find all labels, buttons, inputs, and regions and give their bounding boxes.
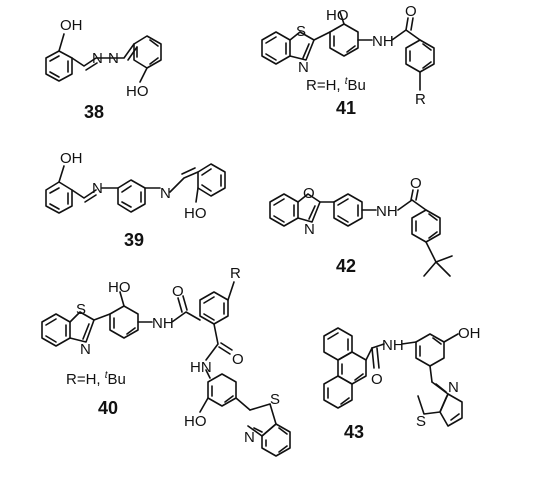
compound-42: O N NH O 42	[269, 175, 453, 277]
compound-39-oh-bond	[58, 165, 65, 183]
compound-43-anthracene-ring-bottom	[323, 375, 353, 409]
compound-40-r-bond	[227, 281, 235, 301]
compound-43-nh-label: NH	[382, 337, 404, 354]
compound-43-phenol-ring	[415, 333, 445, 367]
compound-38-number: 38	[84, 102, 104, 122]
compound-40-benzo-ring-2	[261, 423, 291, 457]
compound-41-ho-label: HO	[326, 7, 349, 24]
compound-40-nh1-label: NH	[152, 315, 174, 332]
compound-40-r-label: R	[230, 265, 241, 282]
compound-40-n1-label: N	[80, 341, 91, 358]
compound-41-oh-bond	[339, 11, 345, 25]
compound-39-imine-right	[169, 171, 199, 193]
compound-40-amide-1	[171, 311, 201, 323]
compound-39-n2-label: N	[160, 185, 171, 202]
compound-38-right-phenyl-ring	[133, 35, 162, 69]
compound-41-number: 41	[336, 98, 356, 118]
compound-41: S N HO NH O R R=H, tBu 41	[261, 3, 435, 118]
compound-41-substituent-note: R=H, tBu	[306, 76, 366, 94]
compound-38-left-phenyl-inner-bonds	[49, 55, 60, 62]
compound-38-oh-bond	[58, 33, 65, 52]
compound-39-n1-label: N	[92, 180, 103, 197]
compound-40-ho1-label: HO	[108, 279, 131, 296]
compound-41-o-label: O	[405, 3, 417, 20]
compound-40-isophthaloyl-ring	[199, 291, 229, 325]
compound-38-oh-label: OH	[60, 17, 83, 34]
compound-40-number: 40	[98, 398, 118, 418]
compound-40-o2-label: O	[232, 351, 244, 368]
compound-43-s-label: S	[416, 413, 426, 430]
compound-41-n-label: N	[298, 59, 309, 76]
compound-43-number: 43	[344, 422, 364, 442]
compound-42-nh-label: NH	[376, 203, 398, 220]
compound-43-thiazole-ring	[417, 381, 449, 415]
compound-38-n2-label: N	[108, 50, 119, 67]
compound-40-s1-label: S	[76, 301, 86, 318]
compound-43: NH O OH N S 43	[323, 325, 481, 442]
compound-43-o-label: O	[371, 371, 383, 388]
compound-41-s-label: S	[296, 23, 306, 40]
compound-39-ho-bond	[195, 187, 199, 203]
compound-40-n2-label: N	[244, 429, 255, 446]
compound-39-ho-label: HO	[184, 205, 207, 222]
compound-38-ho-label: HO	[126, 83, 149, 100]
compound-42-amide	[397, 199, 427, 211]
compound-42-phenylene-ring	[333, 193, 363, 227]
compound-40-hn-label: HN	[190, 359, 212, 376]
compound-40-substituent-note: R=H, tBu	[66, 370, 126, 388]
compound-40-amide-2	[205, 323, 219, 361]
compound-41-r-label: R	[415, 91, 426, 108]
compound-42-number: 42	[336, 256, 356, 276]
compound-39-central-phenylene-ring	[117, 179, 146, 213]
compound-42-tbutyl-bond	[425, 241, 437, 263]
compound-39-imine-left	[71, 189, 97, 199]
compound-43-oh-label: OH	[458, 325, 481, 342]
compound-40-ho2-label: HO	[184, 413, 207, 430]
compound-42-n-label: N	[304, 221, 315, 238]
compound-41-nh-label: NH	[372, 33, 394, 50]
compound-38-azine-chain	[71, 43, 135, 67]
compound-40-s2-label: S	[270, 391, 280, 408]
compound-41-amide	[391, 29, 421, 41]
compound-38-n1-label: N	[92, 50, 103, 67]
compound-42-o1-label: O	[303, 185, 315, 202]
compound-39: OH N N HO 39	[45, 150, 226, 250]
compound-42-o2-label: O	[410, 175, 422, 192]
compound-40: R S N HO NH O O HN HO S N R=H, tBu 40	[41, 265, 291, 457]
compound-43-n-label: N	[448, 379, 459, 396]
compound-40-o1-label: O	[172, 283, 184, 300]
compound-39-number: 39	[124, 230, 144, 250]
compound-38: OH N N HO 38	[45, 17, 162, 122]
compound-38-ho-bond	[139, 67, 148, 83]
compound-39-oh-label: OH	[60, 150, 83, 167]
compound-43-benzo-ring	[439, 393, 463, 427]
